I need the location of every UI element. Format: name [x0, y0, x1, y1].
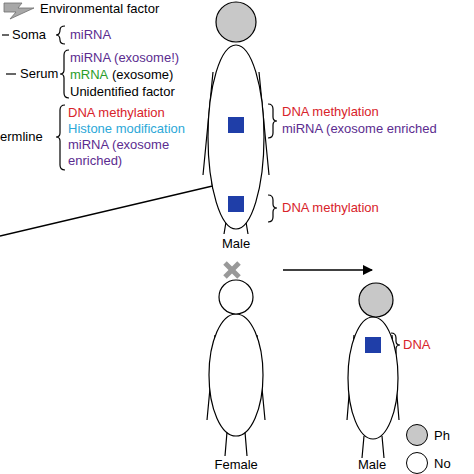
female-figure — [207, 280, 265, 456]
legend-swatch — [406, 424, 428, 446]
annotation-label: Serum — [20, 66, 58, 82]
offspring-figure — [347, 283, 399, 458]
bracket — [268, 195, 277, 222]
annotation-label: DNA methylation — [282, 104, 379, 120]
dash-line — [2, 34, 9, 35]
bracket — [56, 105, 65, 170]
legend-entry: Ph — [406, 424, 474, 448]
male-figure — [203, 2, 269, 234]
annotation-label: Environmental factor — [40, 1, 159, 17]
annotation-label: Soma — [12, 27, 46, 43]
bracket — [60, 50, 69, 98]
annotation-label: Male — [222, 236, 250, 252]
dash-line — [6, 73, 16, 74]
annotation-label: DNA methylation — [68, 105, 165, 121]
legend-entry: No — [406, 452, 474, 474]
annotation-label: miRNA — [70, 27, 111, 43]
legend-label: Ph — [434, 428, 450, 444]
cross-symbol — [225, 263, 239, 277]
annotation-label: miRNA (exosome enriched) — [68, 137, 183, 169]
annotation-label: DNA — [403, 337, 430, 353]
inheritance-arrow — [0, 184, 221, 236]
annotation-label: Histone modification — [68, 121, 185, 137]
annotation-label: miRNA (exosome!) — [70, 50, 179, 66]
annotation-label: (exosome) — [112, 67, 173, 83]
annotation-label: Unidentified factor — [70, 84, 175, 100]
inheritance-arrow — [283, 269, 372, 270]
annotation-label: Male — [358, 457, 386, 473]
annotation-label: Female — [215, 457, 258, 473]
annotation-label: miRNA (exosome enriched — [282, 121, 437, 137]
legend-label: No — [434, 456, 451, 472]
legend-swatch — [406, 452, 428, 474]
annotation-label: DNA methylation — [282, 200, 379, 216]
annotation-label: ermline — [0, 129, 43, 145]
annotation-label: mRNA — [70, 67, 108, 83]
bracket — [268, 104, 277, 138]
bracket — [56, 26, 65, 44]
lightning-symbol — [4, 3, 34, 19]
